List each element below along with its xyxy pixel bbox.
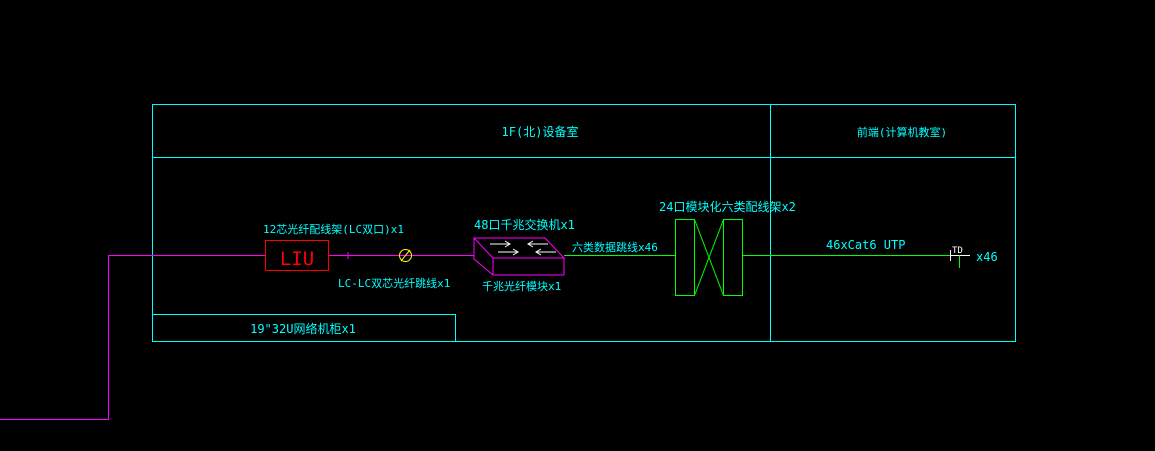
cat6-panel-label: 24口模块化六类配线架x2: [659, 200, 796, 214]
outlet-text: TD: [952, 246, 963, 256]
switch-device: [472, 237, 566, 276]
liu-box: [265, 240, 329, 271]
fiber-cable: [0, 255, 265, 420]
panel-left: [675, 219, 695, 296]
panel-right: [723, 219, 743, 296]
connector-circle-icon: [399, 249, 412, 262]
fiber-connector: [399, 249, 412, 262]
frame-group: [152, 104, 1016, 342]
connector-slash: [400, 249, 411, 262]
fiber-jumper-label: LC-LC双芯光纤跳线x1: [338, 276, 450, 290]
switch-module-label: 千兆光纤模块x1: [482, 279, 561, 293]
utp-label: 46xCat6 UTP: [826, 238, 905, 252]
fiber-link: [0, 252, 474, 420]
section-title-equipment-room: 1F(北)设备室: [502, 124, 579, 139]
outlet-icon: TD: [950, 246, 970, 268]
liu-text: LIU: [280, 248, 314, 270]
outer-frame: [152, 104, 1016, 342]
patch-panel-label: 12芯光纤配线架(LC双口)x1: [263, 222, 404, 236]
switch-body: [472, 237, 566, 259]
cat6-patch-panel: [675, 219, 743, 296]
switch-arrows-icon: [490, 240, 556, 256]
cat6-jumper-label: 六类数据跳线x46: [572, 240, 658, 254]
switch-label: 48口千兆交换机x1: [474, 217, 575, 232]
rack-label: 19"32U网络机柜x1: [250, 321, 356, 336]
liu-patch-panel: LIU: [265, 240, 329, 271]
outlet-count: x46: [976, 250, 998, 264]
rack-box: [152, 314, 456, 342]
panel-cross-b: [694, 219, 724, 296]
section-title-front-end: 前端(计算机教室): [857, 125, 947, 139]
